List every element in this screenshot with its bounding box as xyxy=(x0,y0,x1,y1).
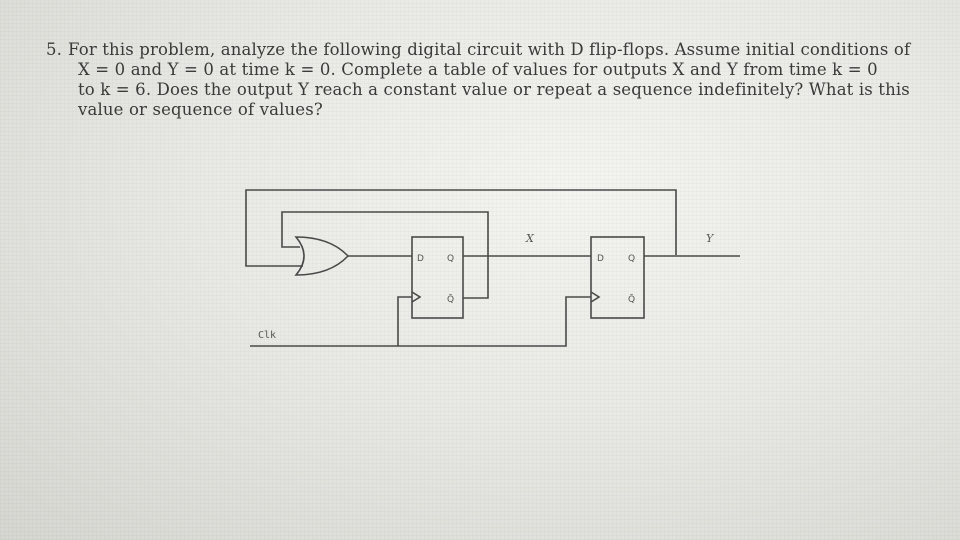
feedback-qbar-wire xyxy=(281,211,489,299)
ff1-qbar-label: Q̄ xyxy=(447,293,454,305)
or-gate xyxy=(294,236,350,276)
problem-line-4: value or sequence of values? xyxy=(78,100,323,119)
ff2-qbar-label: Q̄ xyxy=(628,293,635,305)
problem-line-1: 5.For this problem, analyze the followin… xyxy=(46,40,911,59)
clock-branch-ff1 xyxy=(397,296,412,346)
feedback-y-wire xyxy=(245,189,677,267)
ff2-d-label: D xyxy=(597,254,604,264)
clock-label: Clk xyxy=(258,330,276,341)
ff1-clock-triangle xyxy=(411,291,422,303)
ff1-q-label: Q xyxy=(447,254,454,264)
signal-y-label: Y xyxy=(706,232,715,245)
signal-x-label: X xyxy=(525,232,535,245)
problem-line-3: to k = 6. Does the output Y reach a cons… xyxy=(78,80,910,99)
problem-line-2: X = 0 and Y = 0 at time k = 0. Complete … xyxy=(78,60,878,79)
problem-number: 5. xyxy=(46,40,63,59)
clock-wire xyxy=(250,296,591,347)
ff1-d-label: D xyxy=(417,254,424,264)
flip-flop-1 xyxy=(411,236,464,319)
flip-flop-2 xyxy=(590,236,645,319)
problem-statement: 5.For this problem, analyze the followin… xyxy=(46,40,951,120)
ff2-q-label: Q xyxy=(628,254,635,264)
ff2-clock-triangle xyxy=(590,291,601,303)
